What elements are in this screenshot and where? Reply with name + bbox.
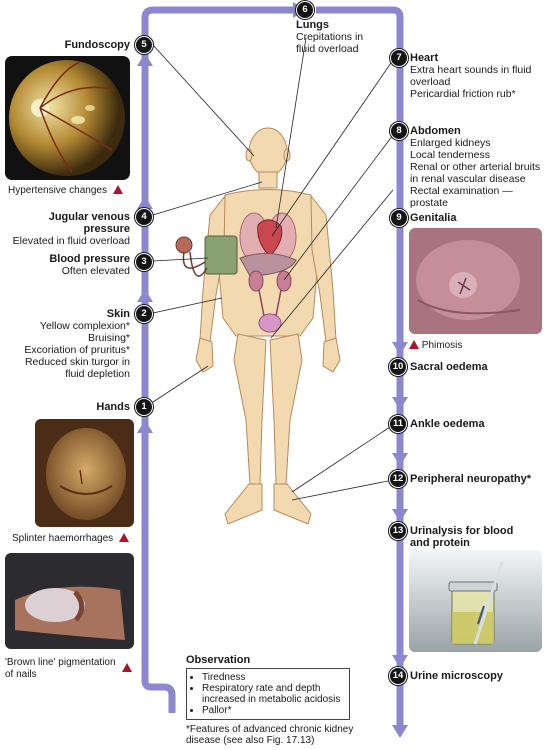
label-abdomen: Abdomen Enlarged kidneys Local tendernes…: [410, 125, 541, 209]
urine-sample-photo: [409, 550, 542, 652]
brown-line-nail-photo: [5, 553, 134, 649]
marker-triangle-icon: [118, 533, 129, 542]
caption-brown-line: 'Brown line' pigmentation of nails: [5, 657, 116, 680]
label-heart: Heart Extra heart sounds in fluid overlo…: [410, 52, 532, 100]
step-badge-1: 1: [135, 398, 153, 416]
caption-fundus: Hypertensive changes: [8, 185, 138, 197]
caption-splinter: Splinter haemorrhages: [12, 533, 142, 545]
step-badge-3: 3: [135, 253, 153, 271]
splinter-nail-photo: [35, 419, 134, 527]
organs: [239, 212, 297, 333]
fundus-photo: [5, 56, 130, 180]
label-jvp: Jugular venous pressure Elevated in flui…: [12, 211, 130, 247]
label-sacral-oedema: Sacral oedema: [410, 361, 488, 373]
label-urine-microscopy: Urine microscopy: [410, 670, 503, 682]
phimosis-photo: [409, 228, 542, 334]
step-badge-2: 2: [135, 305, 153, 323]
footnote: *Features of advanced chronic kidney dis…: [186, 724, 354, 746]
caption-phimosis: Phimosis: [409, 340, 539, 352]
marker-triangle-icon: [122, 663, 132, 672]
observation-box: Tiredness Respiratory rate and depth inc…: [186, 668, 350, 720]
bp-cuff: [175, 235, 238, 277]
step-badge-7: 7: [390, 49, 408, 67]
step-badge-12: 12: [389, 470, 407, 488]
step-badge-4: 4: [135, 208, 153, 226]
marker-triangle-icon: [112, 185, 123, 194]
step-badge-11: 11: [389, 415, 407, 433]
arrow-heads: [137, 2, 408, 738]
label-peripheral-neuropathy: Peripheral neuropathy*: [410, 473, 532, 485]
caption-brown-line-marker: [122, 658, 132, 676]
marker-triangle-icon: [409, 340, 419, 349]
step-badge-13: 13: [389, 522, 407, 540]
step-badge-9: 9: [390, 209, 408, 227]
label-urinalysis: Urinalysis for blood and protein: [410, 525, 514, 549]
label-lungs: Lungs Crepitations in fluid overload: [296, 19, 364, 55]
label-blood-pressure: Blood pressure Often elevated: [49, 253, 130, 277]
step-badge-14: 14: [389, 667, 407, 685]
observation-item: Respiratory rate and depth increased in …: [202, 683, 344, 705]
label-fundoscopy: Fundoscopy: [64, 39, 130, 51]
label-hands: Hands: [96, 401, 130, 413]
observation-item: Pallor*: [202, 705, 344, 716]
step-badge-6: 6: [296, 1, 314, 19]
observation-title: Observation: [186, 654, 251, 666]
label-genitalia: Genitalia: [410, 212, 457, 224]
step-badge-8: 8: [390, 122, 408, 140]
observation-item: Tiredness: [202, 672, 344, 683]
route-arrow: [141, 6, 404, 725]
label-skin: Skin Yellow complexion* Bruising* Excori…: [24, 308, 130, 380]
leader-lines: [152, 37, 394, 501]
step-badge-10: 10: [389, 358, 407, 376]
step-badge-5: 5: [135, 36, 153, 54]
label-ankle-oedema: Ankle oedema: [410, 418, 485, 430]
